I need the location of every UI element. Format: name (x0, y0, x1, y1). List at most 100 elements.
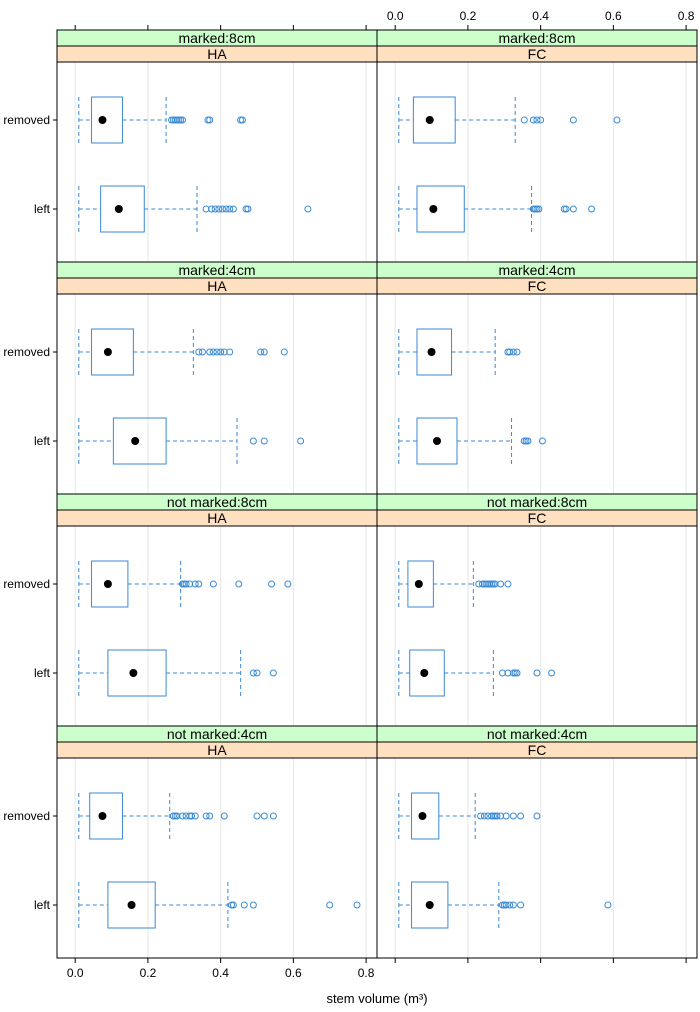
strip-top-label: marked:4cm (498, 262, 575, 278)
box-rect (416, 417, 458, 465)
box-left (398, 881, 612, 929)
outlier-point (533, 812, 541, 820)
median-dot (103, 348, 112, 356)
box-rect (91, 328, 134, 376)
outlier-point (186, 580, 194, 588)
outlier-point (493, 812, 501, 820)
outlier-point (509, 348, 517, 356)
outlier-point (478, 580, 486, 588)
outlier-point (513, 348, 521, 356)
axes-layer: 0.00.00.20.20.40.40.60.60.80.8 (67, 9, 695, 980)
outlier-point (269, 669, 277, 677)
outlier-point (242, 205, 250, 213)
outlier-point (208, 205, 216, 213)
median-dot (98, 116, 107, 124)
outlier-point (182, 580, 190, 588)
x-tick-label-top: 0.2 (460, 9, 477, 23)
outlier-point (504, 348, 512, 356)
outlier-point (211, 205, 219, 213)
outlier-point (326, 901, 334, 909)
median-dot (103, 580, 112, 588)
outlier-point (215, 205, 223, 213)
outlier-point (535, 205, 543, 213)
outlier-point (504, 669, 512, 677)
outlier-point (220, 348, 228, 356)
median-dot (414, 580, 423, 588)
outlier-point (218, 205, 226, 213)
x-tick-label-bottom: 0.2 (140, 966, 157, 980)
box-removed (398, 560, 512, 608)
outlier-point (562, 205, 570, 213)
median-dot (418, 812, 427, 820)
x-tick-label-bottom: 0.6 (285, 966, 302, 980)
outlier-point (489, 812, 497, 820)
outlier-point (613, 116, 621, 124)
box-rect (409, 649, 445, 697)
median-dot (427, 348, 436, 356)
outlier-point (226, 348, 234, 356)
box-rect (416, 328, 453, 376)
outlier-point (517, 901, 525, 909)
outlier-point (511, 669, 519, 677)
x-tick-label-bottom: 0.8 (358, 966, 375, 980)
outlier-point (213, 348, 221, 356)
outlier-point (491, 580, 499, 588)
outlier-point (191, 812, 199, 820)
outlier-point (533, 669, 541, 677)
outlier-point (171, 812, 179, 820)
outlier-point (257, 348, 265, 356)
box-rect (411, 881, 449, 929)
outlier-point (280, 348, 288, 356)
median-dot (425, 116, 434, 124)
outlier-point (509, 901, 517, 909)
outlier-point (217, 348, 225, 356)
box-removed (78, 560, 292, 608)
outlier-point (238, 116, 246, 124)
x-axis-title: stem volume (m³) (326, 991, 427, 1006)
outlier-point (206, 348, 214, 356)
outlier-point (304, 205, 312, 213)
strip-top-label: not marked:8cm (487, 494, 587, 510)
outlier-point (202, 205, 210, 213)
outlier-point (186, 812, 194, 820)
outlier-point (195, 348, 203, 356)
category-label-removed: removed (3, 113, 50, 127)
outlier-point (529, 116, 537, 124)
strip-bottom-label: HA (207, 742, 227, 758)
outlier-point (209, 580, 217, 588)
outlier-point (533, 116, 541, 124)
outlier-point (284, 580, 292, 588)
outlier-point (533, 205, 541, 213)
outlier-point (484, 812, 492, 820)
box-rect (412, 96, 456, 144)
outlier-point (206, 116, 214, 124)
box-rect (411, 792, 440, 840)
strip-bottom-label: FC (528, 510, 547, 526)
outlier-point (491, 812, 499, 820)
outlier-point (497, 580, 505, 588)
outlier-point (249, 901, 257, 909)
outlier-point (489, 580, 497, 588)
outlier-point (249, 437, 257, 445)
box-left (398, 185, 596, 233)
category-label-removed: removed (3, 577, 50, 591)
x-tick-label-top: 0.6 (605, 9, 622, 23)
category-label-left: left (34, 434, 51, 448)
box-removed (78, 96, 246, 144)
outlier-point (353, 901, 361, 909)
box-rect (89, 792, 123, 840)
box-rect (91, 560, 129, 608)
outlier-point (180, 580, 188, 588)
strip-bottom-label: FC (528, 742, 547, 758)
outlier-point (253, 812, 261, 820)
outlier-point (260, 437, 268, 445)
outlier-point (260, 348, 268, 356)
outlier-point (480, 580, 488, 588)
outlier-point (244, 205, 252, 213)
outlier-point (226, 205, 234, 213)
median-dot (433, 437, 441, 445)
